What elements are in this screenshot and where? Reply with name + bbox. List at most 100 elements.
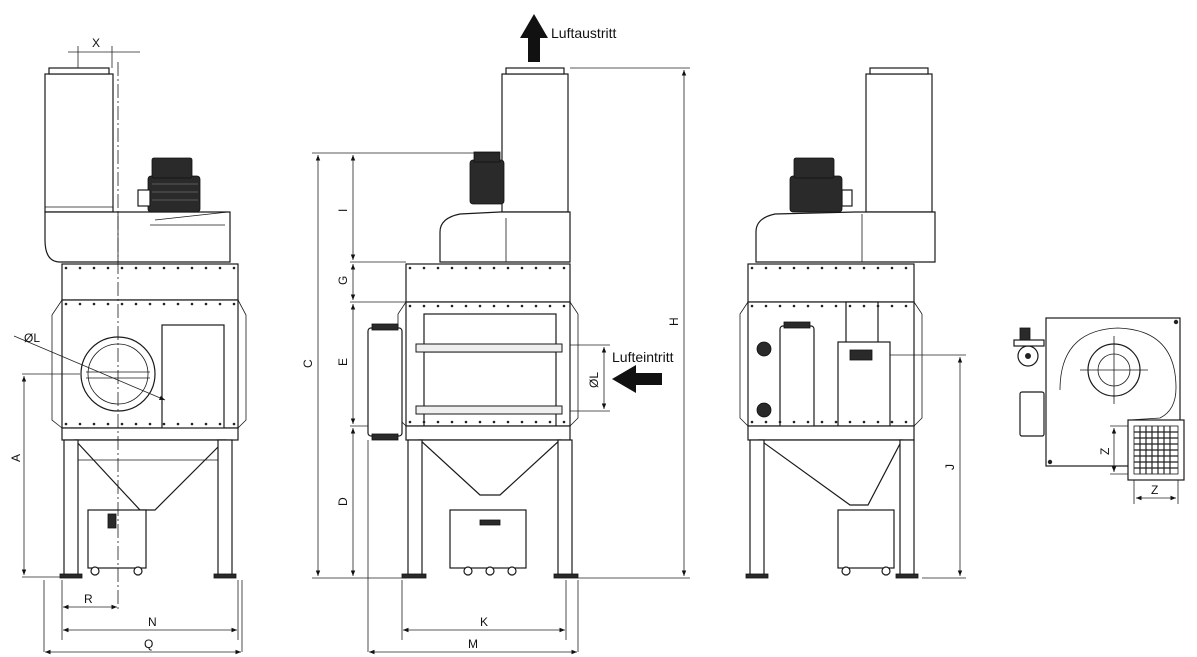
bolt-dot bbox=[436, 420, 440, 424]
bolt-dot bbox=[232, 422, 236, 426]
bolt-dot bbox=[120, 266, 124, 270]
dim-label-c: C bbox=[301, 359, 315, 368]
exhaust-duct-front bbox=[501, 73, 569, 213]
upper-module-front bbox=[405, 263, 571, 303]
motor bbox=[147, 175, 201, 213]
bolt-dot bbox=[778, 420, 782, 424]
bolt-dot bbox=[204, 266, 208, 270]
bolt-dot bbox=[862, 304, 866, 308]
bolt-dot bbox=[478, 266, 482, 270]
dim-label-h: H bbox=[667, 317, 681, 326]
bolt-dots bbox=[64, 266, 908, 426]
bolt-dot bbox=[520, 420, 524, 424]
bolt-dot bbox=[520, 304, 524, 308]
dim-label-z-vertical: Z bbox=[1098, 448, 1112, 455]
air-outlet-label: Luftaustritt bbox=[551, 25, 616, 41]
bolt-dot bbox=[862, 266, 866, 270]
bolt-dot bbox=[792, 266, 796, 270]
bolt-dot bbox=[534, 304, 538, 308]
bolt-dot bbox=[506, 266, 510, 270]
bolt-dot bbox=[134, 266, 138, 270]
bolt-dot bbox=[750, 266, 754, 270]
bolt-dot bbox=[148, 422, 152, 426]
hopper-front bbox=[418, 439, 562, 496]
bolt-dot bbox=[106, 422, 110, 426]
bolt-dot bbox=[806, 266, 810, 270]
bolt-dot bbox=[890, 266, 894, 270]
bolt-dot bbox=[92, 266, 96, 270]
bolt-dot bbox=[820, 420, 824, 424]
bolt-dot bbox=[120, 302, 124, 306]
bolt-dot bbox=[904, 420, 908, 424]
dim-label-q: Q bbox=[144, 637, 153, 651]
dim-label-g: G bbox=[336, 276, 350, 285]
bolt-dot bbox=[792, 304, 796, 308]
bolt-dot bbox=[562, 420, 566, 424]
bolt-dot bbox=[806, 420, 810, 424]
bolt-dot bbox=[422, 420, 426, 424]
bolt-dot bbox=[64, 302, 68, 306]
dim-label-d: D bbox=[336, 497, 350, 506]
bolt-dot bbox=[190, 422, 194, 426]
bolt-dot bbox=[506, 304, 510, 308]
view1-dimensions: X ØL A R N Q bbox=[9, 36, 243, 655]
fan-housing-front bbox=[439, 211, 571, 263]
bolt-dot bbox=[422, 266, 426, 270]
bolt-dot bbox=[548, 420, 552, 424]
dust-bin bbox=[87, 509, 147, 569]
bolt-dot bbox=[176, 266, 180, 270]
dim-label-i: I bbox=[336, 209, 350, 212]
hopper bbox=[73, 439, 227, 511]
bolt-dot bbox=[148, 302, 152, 306]
bolt-dot bbox=[422, 304, 426, 308]
top-view bbox=[1013, 317, 1185, 481]
dim-label-k: K bbox=[480, 615, 488, 629]
rear-view bbox=[739, 67, 936, 579]
bolt-dot bbox=[408, 266, 412, 270]
bolt-dot bbox=[176, 302, 180, 306]
bolt-dot bbox=[218, 266, 222, 270]
access-panel bbox=[161, 324, 225, 436]
bolt-dot bbox=[450, 304, 454, 308]
air-inlet-arrow: Lufteintritt bbox=[612, 349, 674, 393]
bolt-dot bbox=[134, 302, 138, 306]
bolt-dot bbox=[204, 422, 208, 426]
bolt-dot bbox=[204, 302, 208, 306]
bolt-dot bbox=[562, 304, 566, 308]
bolt-dot bbox=[904, 304, 908, 308]
bolt-dot bbox=[520, 266, 524, 270]
bolt-dot bbox=[134, 422, 138, 426]
bolt-dot bbox=[848, 266, 852, 270]
view4-dimensions: Z Z bbox=[1098, 425, 1179, 504]
bolt-dot bbox=[890, 420, 894, 424]
bolt-dot bbox=[464, 420, 468, 424]
bolt-dot bbox=[464, 266, 468, 270]
bolt-dot bbox=[162, 266, 166, 270]
bolt-dot bbox=[862, 420, 866, 424]
dim-label-j: J bbox=[943, 464, 957, 470]
bolt-dot bbox=[534, 420, 538, 424]
bolt-dot bbox=[848, 304, 852, 308]
bolt-dot bbox=[764, 304, 768, 308]
bolt-dot bbox=[492, 304, 496, 308]
bolt-dot bbox=[120, 422, 124, 426]
bolt-dot bbox=[450, 420, 454, 424]
bolt-dot bbox=[162, 302, 166, 306]
bolt-dot bbox=[218, 302, 222, 306]
fan-housing bbox=[44, 211, 231, 263]
bolt-dot bbox=[232, 266, 236, 270]
bolt-dot bbox=[408, 420, 412, 424]
bolt-dot bbox=[92, 302, 96, 306]
bolt-dot bbox=[492, 420, 496, 424]
bolt-dot bbox=[778, 304, 782, 308]
bolt-dot bbox=[834, 304, 838, 308]
exhaust-duct-rear bbox=[865, 73, 933, 213]
duct-flange bbox=[48, 67, 110, 75]
upper-module bbox=[61, 263, 239, 301]
bolt-dot bbox=[64, 266, 68, 270]
bolt-dot bbox=[64, 422, 68, 426]
dim-label-z-horizontal: Z bbox=[1151, 483, 1158, 497]
bolt-dot bbox=[506, 420, 510, 424]
